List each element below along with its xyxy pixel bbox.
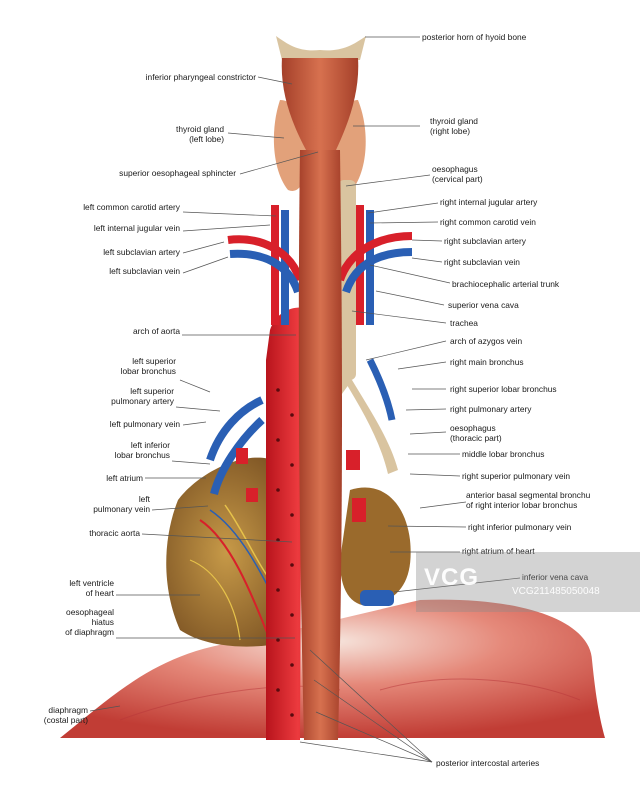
label-superior-oesophageal-sphincter: superior oesophageal sphincter [119, 168, 236, 178]
leader-lines [89, 36, 521, 763]
watermark: VCG VCG211485050048 [416, 552, 640, 612]
neck-vessels [227, 205, 413, 325]
label-superior-vena-cava: superior vena cava [448, 300, 519, 310]
label-thyroid-right: thyroid gland (right lobe) [430, 116, 478, 136]
aorta [266, 307, 330, 740]
label-thoracic-aorta: thoracic aorta [89, 528, 140, 538]
label-arch-of-azygos-vein: arch of azygos vein [450, 336, 523, 346]
label-right-main-bronchus: right main bronchus [450, 357, 524, 367]
label-arch-of-aorta: arch of aorta [132, 326, 180, 336]
intercostal-origin-dot [290, 663, 294, 667]
intercostal-origin-dot [276, 688, 280, 692]
label-right-common-carotid-vein: right common carotid vein [440, 217, 536, 227]
intercostal-origin-dot [276, 438, 280, 442]
label-left-superior-pulmonary-artery: left superior pulmonary artery [111, 386, 174, 406]
left-pulmonary-vessels [206, 396, 265, 502]
intercostal-origin-dot [290, 613, 294, 617]
label-inferior-pharyngeal-constrictor: inferior pharyngeal constrictor [145, 72, 256, 82]
label-right-superior-pulmonary-vein: right superior pulmonary vein [462, 471, 570, 481]
intercostal-artery-origins [276, 388, 294, 717]
label-anterior-basal-segmental: anterior basal segmental bronchu of righ… [466, 490, 591, 510]
label-left-common-carotid-artery: left common carotid artery [83, 202, 180, 212]
label-posterior-horn-hyoid: posterior horn of hyoid bone [422, 32, 527, 42]
label-left-superior-lobar-bronchus: left superior lobar bronchus [120, 356, 176, 376]
label-diaphragm-costal: diaphragm (costal part) [43, 705, 88, 725]
label-middle-lobar-bronchus: middle lobar bronchus [462, 449, 545, 459]
label-left-pulmonary-vein-2: left pulmonary vein [93, 494, 150, 514]
label-right-inferior-pulmonary-vein: right inferior pulmonary vein [468, 522, 572, 532]
label-left-internal-jugular-vein: left internal jugular vein [93, 223, 180, 233]
intercostal-origin-dot [290, 463, 294, 467]
label-inferior-vena-cava: inferior vena cava [522, 572, 589, 582]
label-oesophageal-hiatus: oesophageal hiatus of diaphragm [65, 607, 114, 637]
label-brachiocephalic-arterial-trunk: brachiocephalic arterial trunk [452, 279, 560, 289]
intercostal-origin-dot [276, 638, 280, 642]
intercostal-origin-dot [290, 513, 294, 517]
intercostal-origin-dot [276, 388, 280, 392]
label-left-ventricle-of-heart: left ventricle of heart [69, 578, 114, 598]
label-oesophagus-cervical: oesophagus (cervical part) [432, 164, 483, 184]
intercostal-origin-dot [276, 488, 280, 492]
label-left-pulmonary-vein: left pulmonary vein [109, 419, 180, 429]
label-right-subclavian-vein: right subclavian vein [444, 257, 520, 267]
label-thyroid-left: thyroid gland (left lobe) [176, 124, 224, 144]
intercostal-origin-dot [276, 588, 280, 592]
label-left-atrium: left atrium [106, 473, 143, 483]
label-right-internal-jugular-artery: right internal jugular artery [440, 197, 538, 207]
label-trachea: trachea [450, 318, 478, 328]
label-left-subclavian-artery: left subclavian artery [103, 247, 180, 257]
label-right-superior-lobar-bronchus: right superior lobar bronchus [450, 384, 557, 394]
pharyngeal-constrictor [281, 58, 359, 150]
label-left-subclavian-vein: left subclavian vein [109, 266, 180, 276]
label-right-pulmonary-artery: right pulmonary artery [450, 404, 532, 414]
label-right-subclavian-artery: right subclavian artery [444, 236, 526, 246]
right-pulmonary-vessels [346, 358, 396, 522]
watermark-id: VCG211485050048 [512, 586, 600, 597]
label-right-atrium-of-heart: right atrium of heart [462, 546, 535, 556]
intercostal-origin-dot [290, 713, 294, 717]
label-oesophagus-thoracic: oesophagus (thoracic part) [450, 423, 502, 443]
hyoid-bone [276, 36, 366, 60]
oesophagus [298, 150, 342, 740]
watermark-logo: VCG [424, 564, 480, 591]
intercostal-origin-dot [290, 563, 294, 567]
label-posterior-intercostal-arteries: posterior intercostal arteries [436, 758, 540, 768]
intercostal-origin-dot [290, 413, 294, 417]
label-left-inferior-lobar-bronchus: left inferior lobar bronchus [114, 440, 170, 460]
